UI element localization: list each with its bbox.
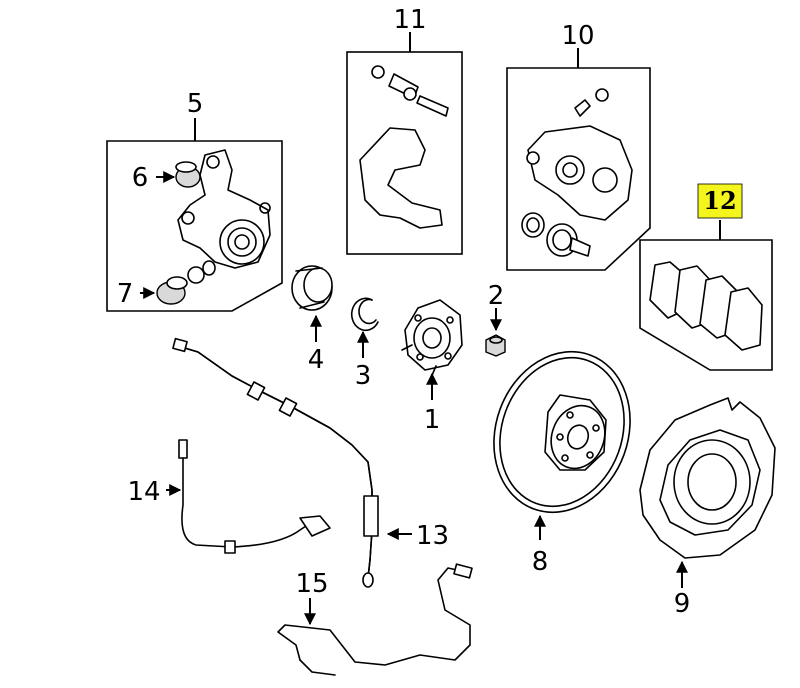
callout-1[interactable]: 1 <box>424 405 441 435</box>
wear-sensor[interactable] <box>277 563 473 676</box>
caliper-bracket-group[interactable]: 11 <box>346 5 463 255</box>
snap-ring[interactable] <box>350 297 379 332</box>
dust-shield[interactable] <box>639 397 776 559</box>
knuckle-box <box>106 140 283 312</box>
callout-12-highlight <box>697 183 743 219</box>
bushing-upper[interactable] <box>175 161 201 188</box>
brake-pads[interactable] <box>649 261 763 351</box>
callout-6[interactable]: 6 <box>132 163 149 193</box>
callout-10[interactable]: 10 <box>561 21 594 51</box>
hub-nut[interactable] <box>485 334 506 357</box>
guide-pins[interactable] <box>371 65 449 117</box>
callout-14[interactable]: 14 <box>127 477 160 507</box>
callout-15[interactable]: 15 <box>295 569 328 599</box>
callout-12[interactable]: 12 <box>703 186 736 215</box>
brake-rotor[interactable] <box>472 332 652 531</box>
abs-sensor[interactable] <box>178 439 331 554</box>
callout-7[interactable]: 7 <box>117 279 134 309</box>
caliper-group[interactable]: 10 <box>506 21 651 271</box>
callout-5[interactable]: 5 <box>187 89 204 119</box>
wheel-bearing[interactable] <box>291 265 333 311</box>
brake-pads-box <box>639 239 773 371</box>
callout-9[interactable]: 9 <box>674 589 691 619</box>
caliper-part[interactable] <box>526 88 633 221</box>
callout-11[interactable]: 11 <box>393 5 426 35</box>
callout-4[interactable]: 4 <box>308 345 325 375</box>
callout-3[interactable]: 3 <box>355 361 372 391</box>
knuckle-group[interactable]: 5 6 7 <box>106 89 283 312</box>
callout-8[interactable]: 8 <box>532 547 549 577</box>
callout-13[interactable]: 13 <box>416 521 449 551</box>
bushing-lower[interactable] <box>156 260 216 305</box>
caliper-seals[interactable] <box>521 212 591 257</box>
brake-hose[interactable] <box>172 337 379 588</box>
knuckle-part[interactable] <box>177 149 271 269</box>
caliper-box <box>506 67 651 271</box>
wheel-hub[interactable] <box>401 299 463 381</box>
brake-pads-group[interactable]: 12 <box>639 183 773 371</box>
callout-2[interactable]: 2 <box>488 281 505 311</box>
caliper-bracket-box <box>346 51 463 255</box>
caliper-bracket[interactable] <box>359 127 443 229</box>
